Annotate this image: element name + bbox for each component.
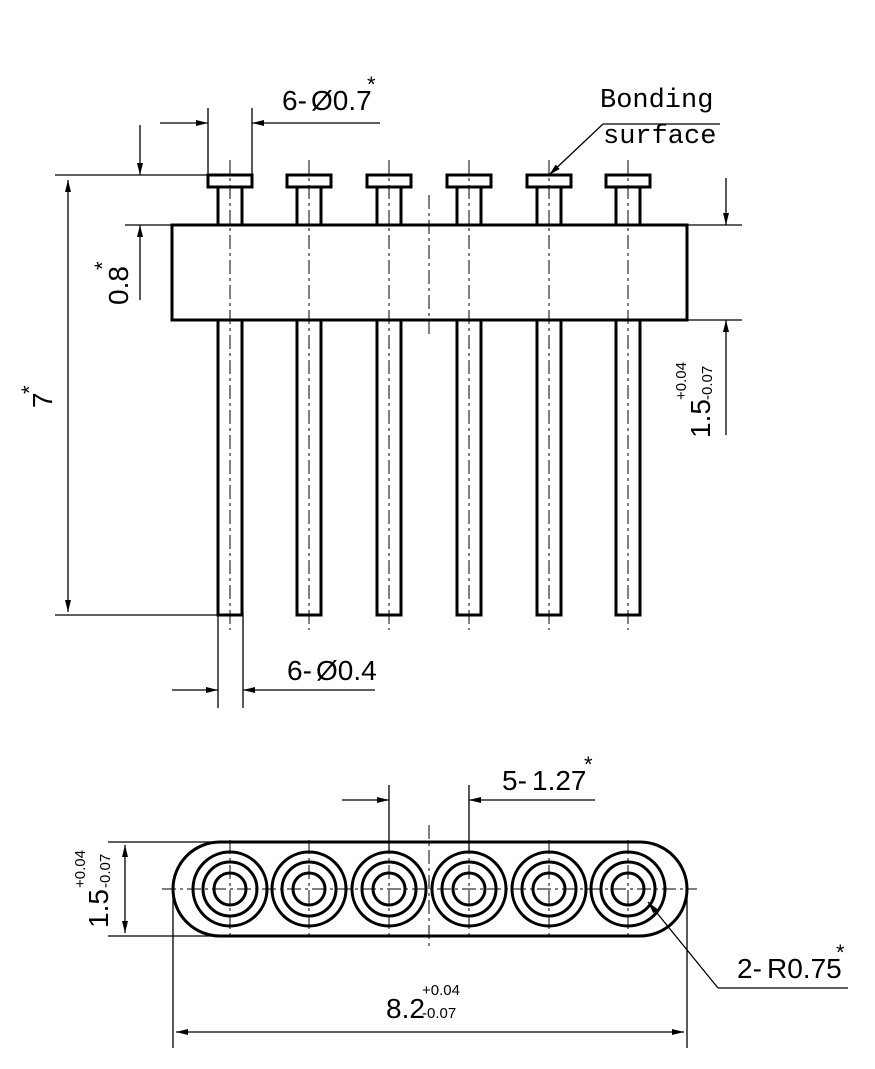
pitch-mark: *	[584, 752, 593, 777]
radius-mark: *	[836, 940, 845, 965]
pitch-prefix: 5-	[502, 765, 527, 796]
head-dia-value: Ø0.7	[311, 85, 372, 116]
stadium-outline	[171, 840, 689, 938]
bonding-label-line2: surface	[603, 122, 716, 152]
radius-prefix: 2-	[737, 953, 762, 984]
pin-length-upper-tol: +0.04	[673, 362, 690, 400]
bonding-leader-arrow	[548, 123, 604, 176]
insulator-height-mark: *	[90, 261, 115, 270]
pitch-value: 1.27	[532, 765, 587, 796]
head-dia-mark: *	[367, 72, 376, 97]
radius-leader-diagonal	[647, 901, 719, 989]
pin-dia-prefix: 6-	[287, 655, 312, 686]
pin-dia-value: Ø0.4	[316, 655, 377, 686]
width-upper-tol: +0.04	[72, 850, 89, 888]
overall-height-mark: *	[17, 385, 42, 394]
insulator-height-value: 0.8	[103, 266, 134, 305]
pins-side-group	[206, 160, 652, 630]
width-nominal: 1.5	[83, 889, 114, 928]
pin-length-nominal: 1.5	[685, 399, 716, 438]
side-view: 6- Ø0.7 * Bonding surface 0.8 * 7 * 1.5 …	[17, 72, 742, 708]
rings-top-group	[191, 840, 667, 940]
length-nominal: 8.2	[386, 993, 425, 1024]
overall-height-value: 7	[27, 392, 58, 408]
top-view: 5- 1.27 * 1.5 +0.04 -0.07 8.2 +0.04 -0.0…	[72, 752, 848, 1048]
bonding-label-line1: Bonding	[600, 86, 713, 116]
length-lower-tol: -0.07	[422, 1005, 456, 1022]
length-upper-tol: +0.04	[422, 982, 460, 999]
width-lower-tol: -0.07	[97, 854, 114, 888]
head-dia-prefix: 6-	[282, 85, 307, 116]
radius-value: R0.75	[767, 953, 842, 984]
pin-length-lower-tol: -0.07	[699, 366, 716, 400]
